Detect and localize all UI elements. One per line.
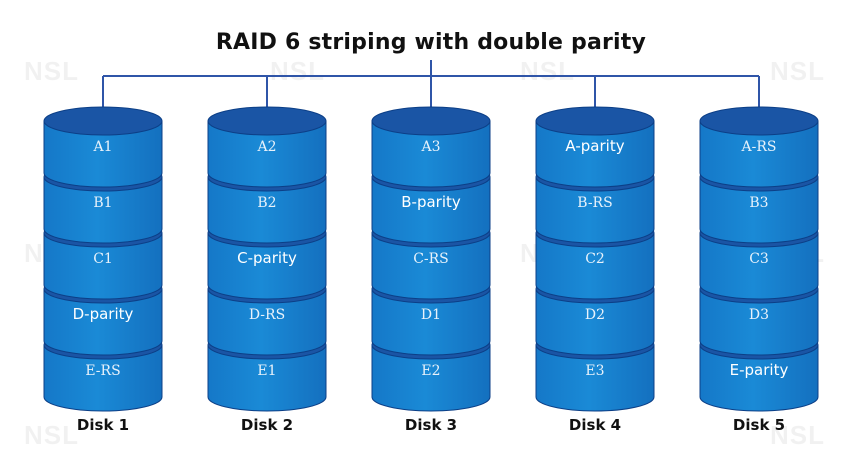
data-block-label: B2 <box>257 195 276 211</box>
disk-stack: E2 D1 C-RS B-parity A3 <box>371 106 491 412</box>
data-block-label: A-RS <box>741 139 777 155</box>
data-block-label: E-RS <box>85 363 120 379</box>
data-block-label: E3 <box>585 363 604 379</box>
data-block-label: C-RS <box>413 251 449 267</box>
data-block-label: D3 <box>749 307 769 323</box>
data-block-label: B3 <box>749 195 768 211</box>
watermark-logo: NSL <box>770 420 825 450</box>
disk-label: Disk 2 <box>240 416 294 434</box>
data-block-label: A1 <box>92 139 112 155</box>
watermark-logo: NSL <box>770 56 825 86</box>
disk-label: Disk 4 <box>568 416 622 434</box>
data-block-label: C2 <box>585 251 605 267</box>
data-block-label: E2 <box>421 363 440 379</box>
data-block-label: D1 <box>421 307 441 323</box>
disk-stack: E3 D2 C2 B-RS A-parity <box>535 106 655 412</box>
data-block-label: C3 <box>749 251 769 267</box>
data-block-label: A3 <box>420 139 440 155</box>
parity-block-label: D-parity <box>73 305 134 323</box>
watermark-logo: NSL <box>270 56 325 86</box>
parity-block-label: E-parity <box>730 361 789 379</box>
diagram-title: RAID 6 striping with double parity <box>215 30 647 55</box>
data-block-label: A2 <box>256 139 276 155</box>
data-block: A3 <box>371 106 491 188</box>
parity-block: A-parity <box>535 106 655 188</box>
watermark-logo: NSL <box>24 56 79 86</box>
disk-label: Disk 1 <box>76 416 130 434</box>
data-block-label: D2 <box>585 307 605 323</box>
parity-block-label: A-parity <box>565 137 624 155</box>
data-block-label: B1 <box>93 195 112 211</box>
watermark-logo: NSL <box>520 56 575 86</box>
data-block-label: B-RS <box>577 195 612 211</box>
disk-stack: E-RS D-parity C1 B1 A1 <box>43 106 163 412</box>
parity-block-label: B-parity <box>401 193 461 211</box>
data-block: A2 <box>207 106 327 188</box>
disk-label: Disk 3 <box>404 416 458 434</box>
parity-block-label: C-parity <box>237 249 297 267</box>
data-block: A-RS <box>699 106 819 188</box>
disk-label: Disk 5 <box>732 416 786 434</box>
data-block-label: C1 <box>93 251 113 267</box>
data-block: A1 <box>43 106 163 188</box>
data-block-label: E1 <box>257 363 276 379</box>
disk-stack: E-parity D3 C3 B3 A-RS <box>699 106 819 412</box>
data-block-label: D-RS <box>249 307 285 323</box>
disk-stack: E1 D-RS C-parity B2 A2 <box>207 106 327 412</box>
watermark-logo: NSL <box>24 420 79 450</box>
